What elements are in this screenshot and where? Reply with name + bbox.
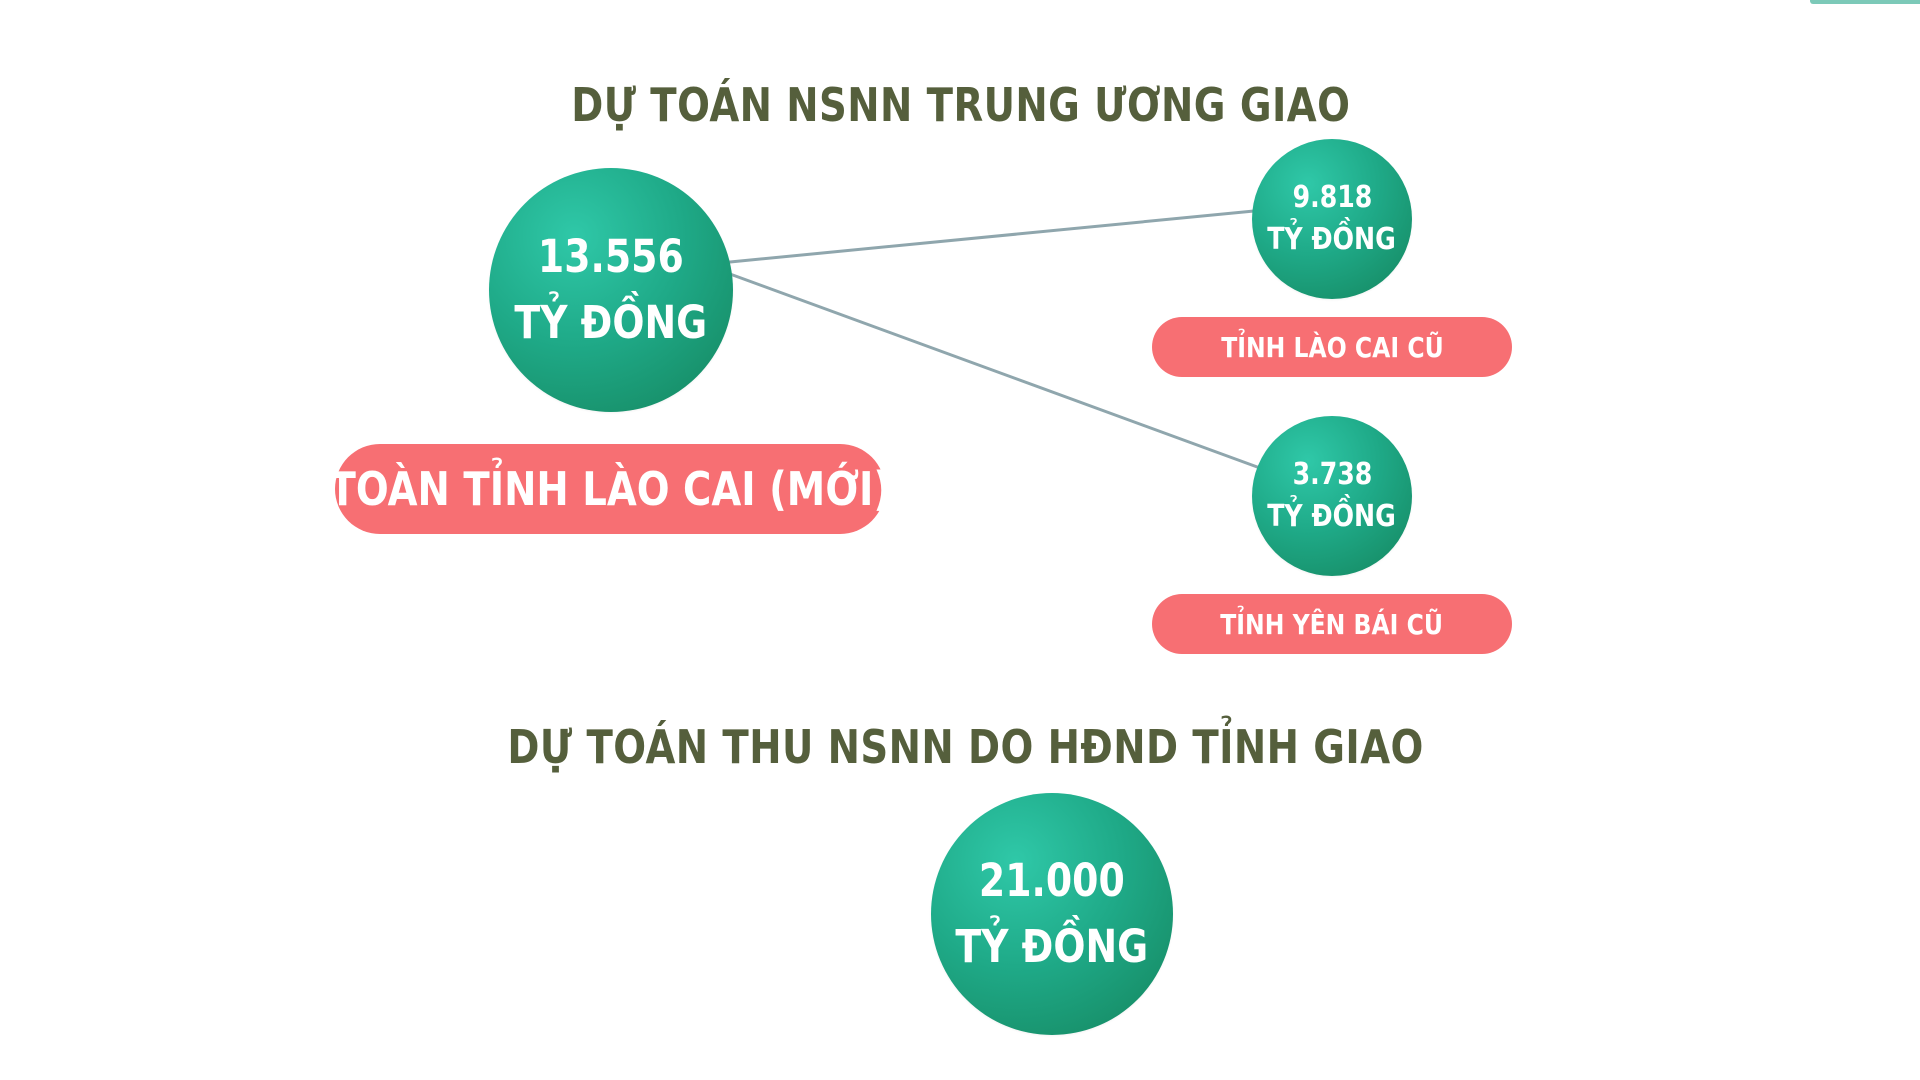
total-province-label-text: TOÀN TỈNH LÀO CAI (MỚI) [329, 462, 891, 516]
lao-cai-label: TỈNH LÀO CAI CŨ [1152, 317, 1512, 377]
central-budget-heading-text: DỰ TOÁN NSNN TRUNG ƯƠNG GIAO [571, 78, 1351, 132]
yen-bai-label: TỈNH YÊN BÁI CŨ [1152, 594, 1512, 654]
total-budget-value: 13.556 [538, 230, 684, 283]
provincial-budget-heading-text: DỰ TOÁN THU NSNN DO HĐND TỈNH GIAO [507, 720, 1424, 774]
lao-cai-budget-bubble: 9.818 TỶ ĐỒNG [1252, 139, 1412, 299]
lao-cai-budget-unit: TỶ ĐỒNG [1267, 222, 1397, 257]
yen-bai-budget-unit: TỶ ĐỒNG [1267, 499, 1397, 534]
lao-cai-label-text: TỈNH LÀO CAI CŨ [1220, 330, 1444, 364]
provincial-budget-bubble: 21.000 TỶ ĐỒNG [931, 793, 1173, 1035]
total-budget-unit: TỶ ĐỒNG [514, 296, 708, 349]
connector-line-lao-cai [728, 209, 1256, 264]
provincial-budget-value: 21.000 [979, 854, 1125, 907]
provincial-budget-heading: DỰ TOÁN THU NSNN DO HĐND TỈNH GIAO [159, 720, 1772, 774]
central-budget-heading: DỰ TOÁN NSNN TRUNG ƯƠNG GIAO [154, 78, 1767, 132]
total-province-label: TOÀN TỈNH LÀO CAI (MỚI) [329, 444, 891, 534]
connector-line-yen-bai [728, 272, 1262, 470]
provincial-budget-unit: TỶ ĐỒNG [955, 920, 1149, 973]
yen-bai-budget-bubble: 3.738 TỶ ĐỒNG [1252, 416, 1412, 576]
lao-cai-budget-value: 9.818 [1292, 180, 1372, 215]
top-accent-bar [1810, 0, 1920, 4]
total-budget-bubble: 13.556 TỶ ĐỒNG [489, 168, 733, 412]
yen-bai-budget-value: 3.738 [1292, 457, 1372, 492]
yen-bai-label-text: TỈNH YÊN BÁI CŨ [1220, 607, 1444, 641]
